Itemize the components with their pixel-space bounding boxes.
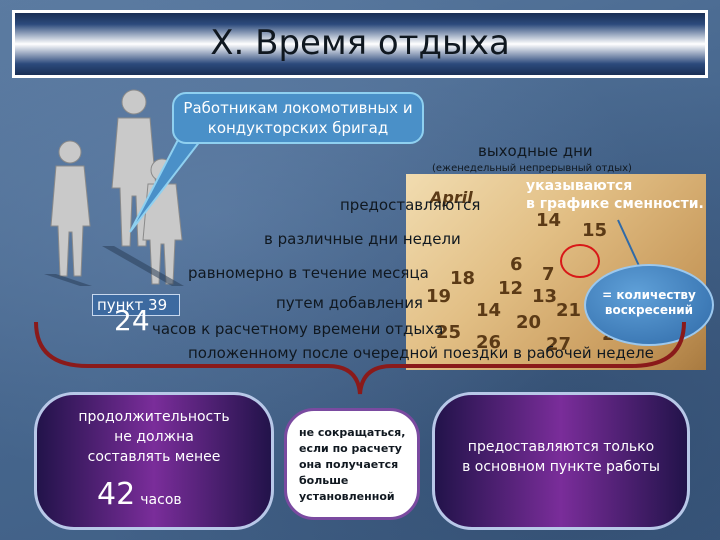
calendar-number: 19 — [426, 286, 452, 307]
callout-line2: кондукторских бригад — [207, 119, 389, 137]
clause-label: пункт 39 — [92, 294, 180, 316]
calendar-number: 13 — [532, 286, 558, 307]
not-reduced-line1: не сокращаться, — [299, 426, 406, 439]
calendar-number: 14 — [476, 300, 502, 321]
callout-tail — [129, 136, 206, 233]
page-title: X. Время отдыха — [210, 23, 510, 63]
rest-days-note: (еженедельный непрерывный отдых) — [432, 163, 632, 174]
equal-line2: воскресений — [604, 303, 694, 317]
calendar-number: 20 — [516, 312, 542, 333]
calendar-number: 26 — [476, 332, 502, 353]
calendar-number: 27 — [546, 334, 572, 355]
not-reduced-line4: больше — [299, 474, 349, 487]
connector-line — [617, 219, 641, 269]
provided-label: предоставляются — [340, 196, 481, 214]
not-reduced-line3: она получается — [299, 458, 399, 471]
rest-days-label: выходные дни — [478, 142, 593, 160]
callout-bubble: Работникам локомотивных и кондукторских … — [172, 92, 424, 144]
min-duration-line2: не должна — [114, 429, 194, 445]
main-point-line1: предоставляются только — [467, 439, 655, 455]
calendar-number: 21 — [556, 300, 582, 321]
calendar-number: 25 — [436, 322, 462, 343]
min-duration-number: 42 — [97, 477, 136, 512]
indicated-line1: указываются — [526, 178, 633, 194]
calendar-number: 7 — [542, 264, 555, 285]
brace-bracket — [34, 321, 686, 395]
calendar-month: April — [430, 188, 473, 207]
not-reduced-box: не сокращаться, если по расчету она полу… — [284, 408, 420, 520]
main-point-box: предоставляются только в основном пункте… — [432, 392, 690, 530]
callout-line1: Работникам локомотивных и — [183, 99, 413, 117]
calendar-number: 18 — [450, 268, 476, 289]
not-reduced-line2: если по расчету — [299, 442, 402, 455]
min-duration-line3: составлять менее — [87, 449, 221, 465]
min-duration-line1: продолжительность — [78, 409, 230, 425]
by-adding-label: путем добавления — [276, 294, 423, 312]
sundays-count-circle: = количеству воскресений — [584, 264, 714, 346]
calendar-number: 15 — [582, 220, 608, 241]
min-duration-unit: часов — [140, 492, 182, 508]
circled-date-mark — [560, 244, 600, 278]
calendar-number: 14 — [536, 210, 562, 231]
not-reduced-line5: установленной — [299, 490, 395, 503]
evenly-label: равномерно в течение месяца — [188, 264, 429, 282]
min-duration-box: продолжительность не должна составлять м… — [34, 392, 274, 530]
hours-text: часов к расчетному времени отдыха — [152, 320, 444, 338]
equal-line1: = количеству — [602, 288, 696, 302]
calendar-number: 6 — [510, 254, 523, 275]
main-point-line2: в основном пункте работы — [462, 459, 660, 475]
hours-number: 24 — [114, 304, 150, 337]
after-trip-label: положенному после очередной поездки в ра… — [188, 344, 654, 362]
indicated-line2: в графике сменности. — [526, 196, 704, 212]
different-days-label: в различные дни недели — [264, 230, 461, 248]
title-bar: X. Время отдыха — [12, 10, 708, 78]
calendar-number: 12 — [498, 278, 524, 299]
